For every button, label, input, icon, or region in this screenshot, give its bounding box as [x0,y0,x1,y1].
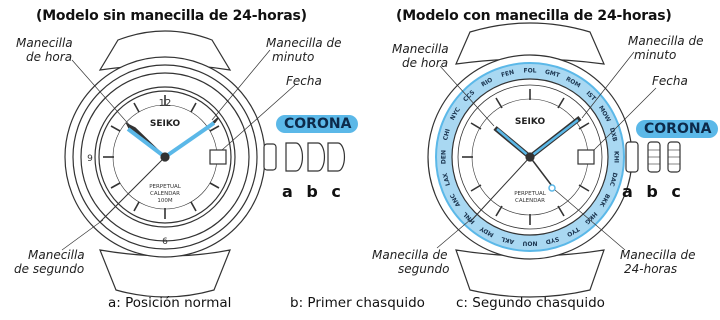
left-minute-hand-label-line1: Manecilla de [266,36,342,50]
left-dial-brand: SEIKO [150,119,181,129]
left-minute-hand-label-line2: minuto [272,50,315,64]
left-dial-12: 12 [159,98,172,109]
left-date-label: Fecha [286,74,322,88]
bezel-city-fen: FEN [500,69,515,79]
left-hour-hand-label: Manecilla de hora [16,36,73,64]
caption-b: b: Primer chasquido [290,295,425,311]
left-title: (Modelo sin manecilla de 24-horas) [36,8,307,24]
right-dial-brand: SEIKO [515,117,546,127]
right-minute-hand-label: Manecilla de minuto [628,34,703,62]
left-second-hand-label: Manecilla de segundo [14,248,85,276]
right-crown-positions: a b c [622,182,685,201]
left-hour-hand-label-line2: de hora [26,50,73,64]
bezel-city-syd: SYD [545,235,560,245]
right-24h-hand-label: Manecilla de 24-horas [620,248,695,276]
left-watch [61,30,346,298]
right-hour-hand-label-line2: de hora [402,56,449,70]
bezel-city-fol: FOL [523,68,536,75]
bezel-city-khi: KHI [613,151,620,163]
left-crown-badge: CORONA [276,115,358,133]
right-hour-hand-label-line1: Manecilla [392,42,449,56]
left-dial-line3: 100M [157,198,172,204]
left-second-hand-label-line1: Manecilla [28,248,85,262]
right-dial-line1: PERPETUAL [514,191,547,197]
left-minute-hand-label: Manecilla de minuto [266,36,341,64]
bezel-city-dac: DAC [608,172,619,188]
bezel-city-chi: CHI [442,128,452,141]
right-second-hand-label: Manecilla de segundo [372,248,449,276]
right-title: (Modelo con manecilla de 24-horas) [396,8,672,24]
right-minute-hand-label-line1: Manecilla de [628,34,704,48]
bezel-city-lax: LAX [442,172,452,187]
bezel-city-dxb: DXB [608,127,619,143]
left-crown-positions: a b c [282,182,345,201]
right-date-label: Fecha [652,74,688,88]
left-bezel-6: 6 [162,237,168,247]
right-crown-badge: CORONA [636,120,718,138]
right-watch [427,22,681,298]
right-second-hand-label-line2: segundo [398,262,450,276]
left-dial-line2: CALENDAR [150,191,180,197]
caption-c: c: Segundo chasquido [456,295,605,311]
right-24h-hand-label-line1: Manecilla de [620,248,696,262]
right-second-hand-label-line1: Manecilla de [372,248,448,262]
right-24h-hand-label-line2: 24-horas [624,262,678,276]
right-minute-hand-label-line2: minuto [634,48,677,62]
right-dial-line2: CALENDAR [515,198,545,204]
left-second-hand-label-line2: de segundo [14,262,85,276]
left-bezel-9: 9 [87,154,93,164]
bezel-city-gmt: GMT [544,69,561,80]
right-hour-hand-label: Manecilla de hora [392,42,449,70]
left-hour-hand-label-line1: Manecilla [16,36,73,50]
bezel-city-akl: AKL [500,235,515,245]
left-dial-line1: PERPETUAL [149,184,182,190]
caption-a: a: Posición normal [108,295,232,311]
bezel-city-nou: NOU [522,240,537,247]
bezel-city-den: DEN [441,150,448,164]
